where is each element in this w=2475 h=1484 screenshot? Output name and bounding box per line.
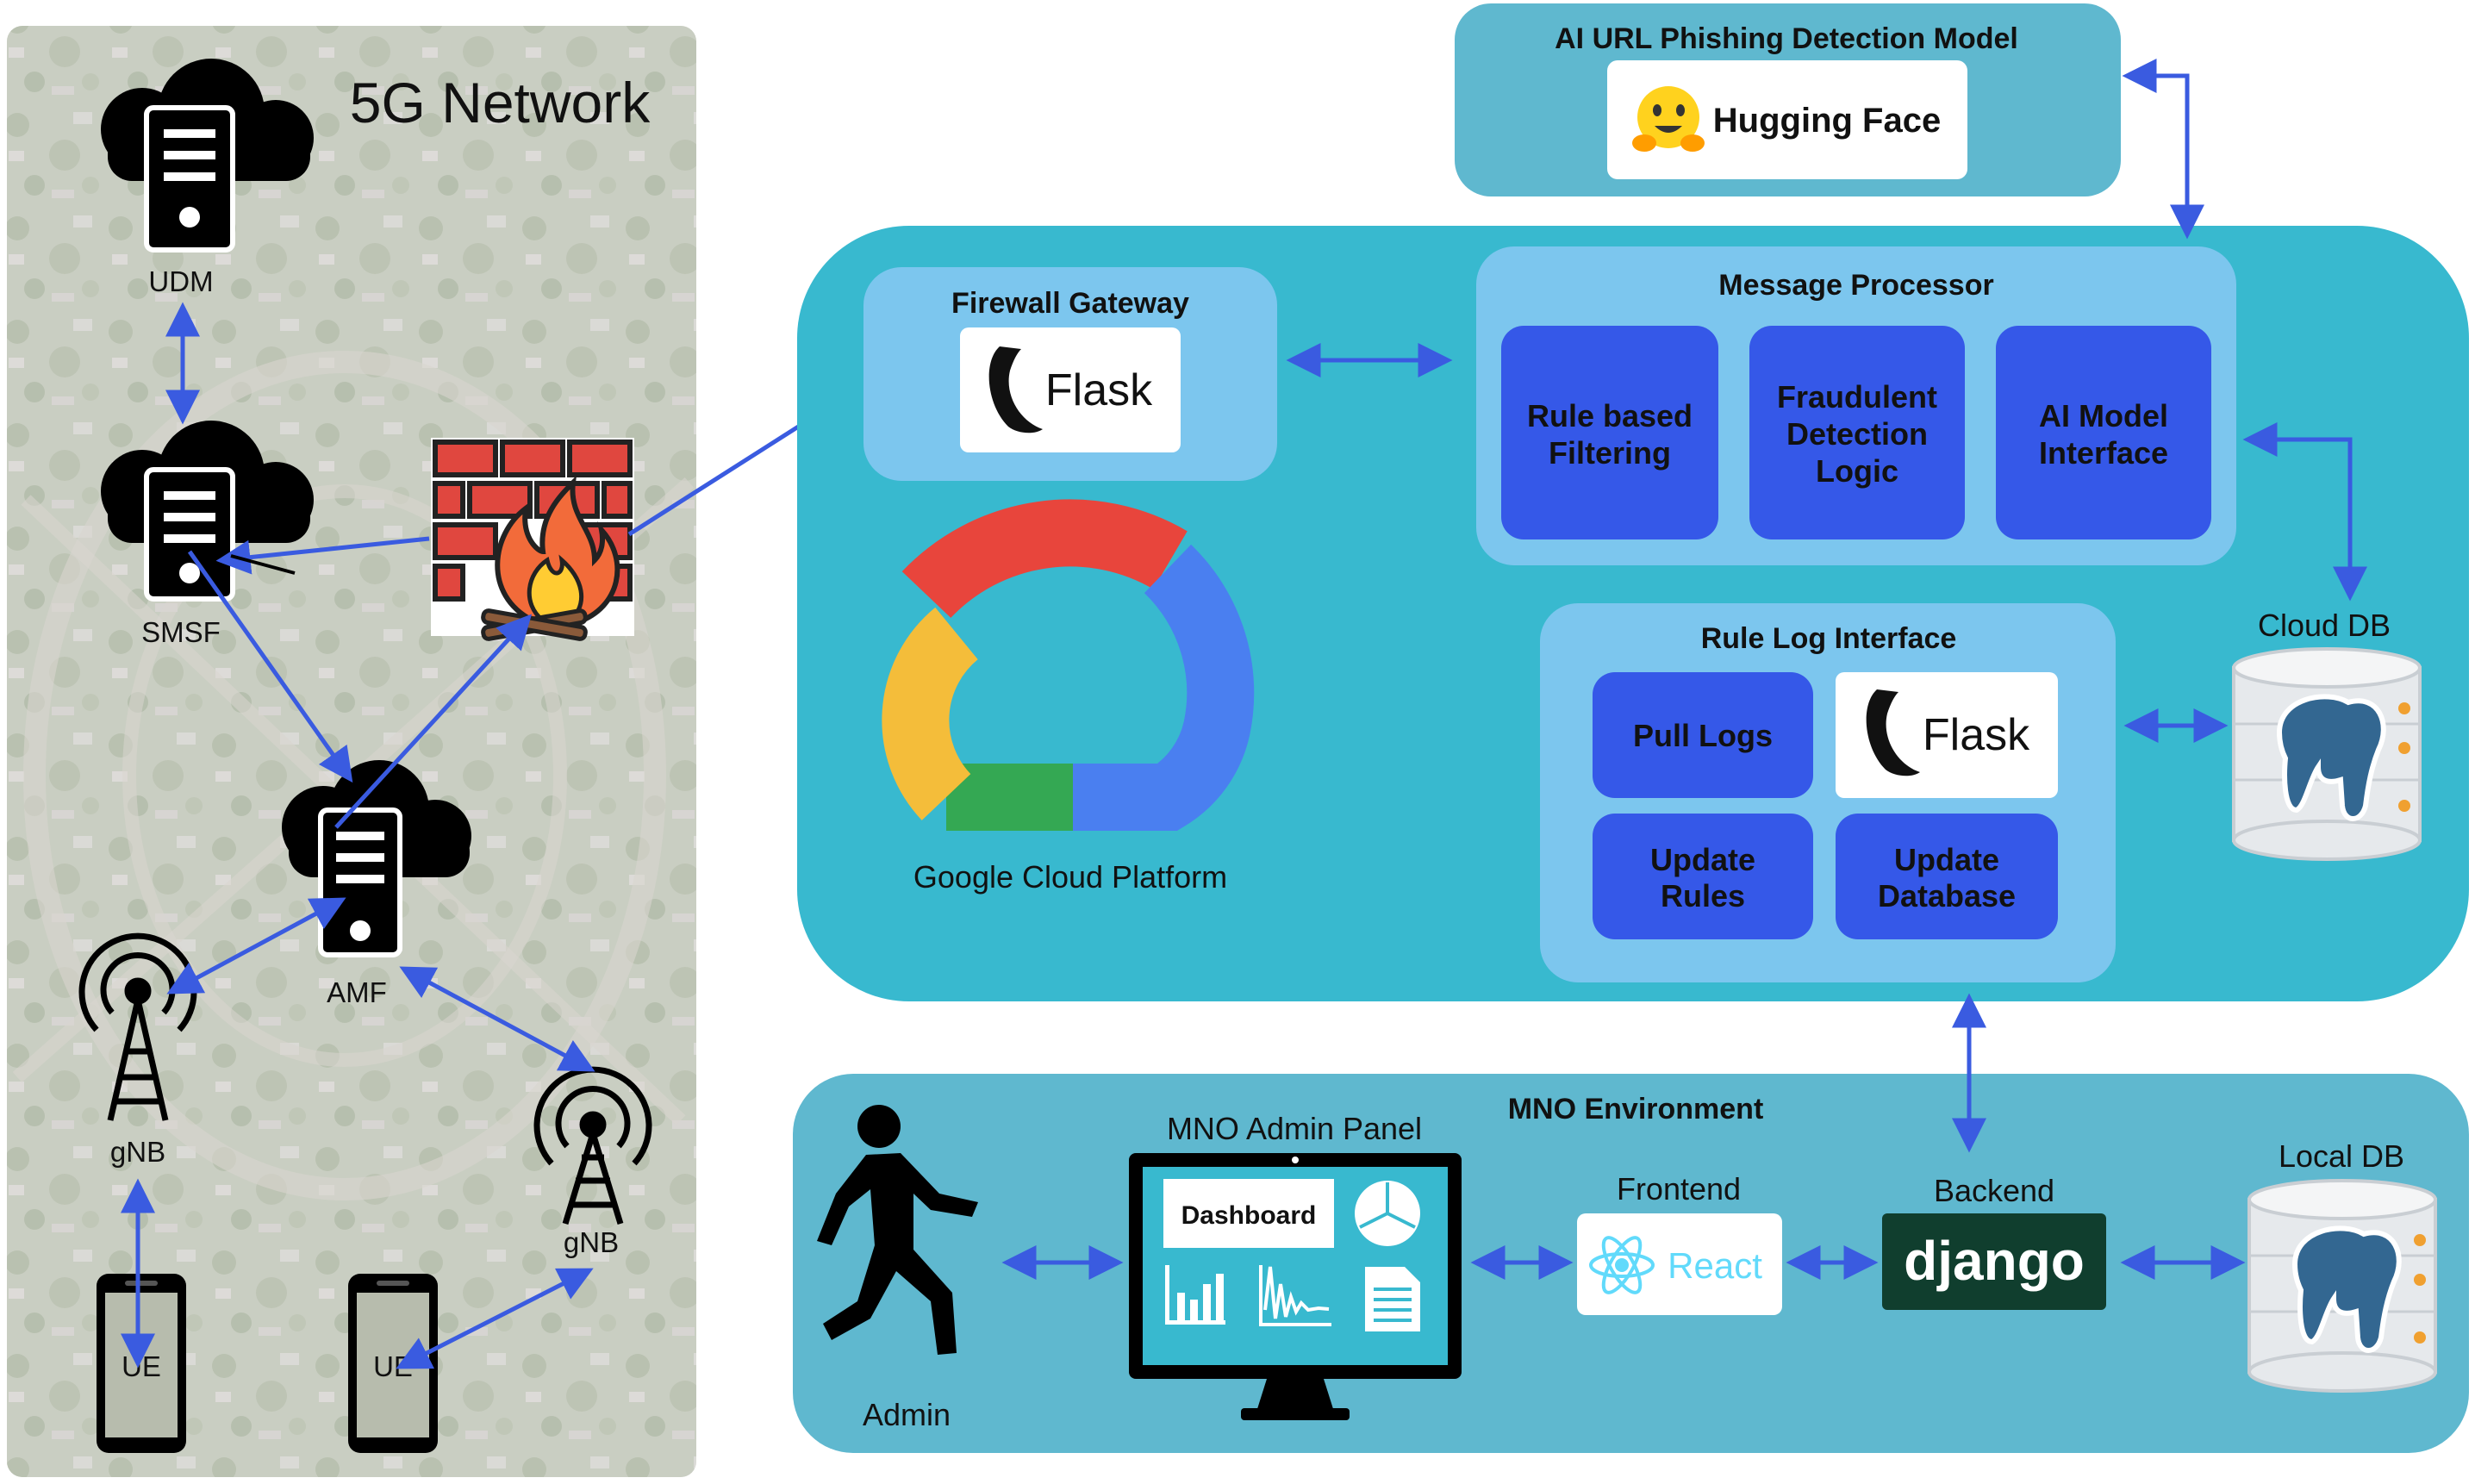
admin-panel-label: MNO Admin Panel [1167,1111,1422,1146]
gnb-left-label: gNB [110,1136,165,1168]
google-cloud-logo-icon [882,499,1255,831]
network-panel: 5G Network [7,26,696,1477]
message-processor-title: Message Processor [1718,269,1993,302]
pie-chart-icon [1355,1181,1420,1246]
ue-left-label: UE [122,1350,161,1382]
gcp-label: Google Cloud Platform [913,859,1227,895]
dashboard-tile[interactable] [1163,1179,1334,1248]
update-rules-button[interactable] [1593,814,1813,939]
hugging-face-label: Hugging Face [1713,102,1941,140]
admin-label: Admin [863,1397,951,1432]
rule-log-panel: Rule Log Interface Pull Logs Flask Updat… [1540,603,2116,982]
message-processor-panel: Message Processor Rule based Filtering F… [1476,246,2236,565]
django-card [1882,1213,2106,1310]
flask-horn-icon-2 [1866,689,1920,776]
module-0-line1: Rule based [1527,398,1693,433]
fraudulent-detection-module [1749,326,1965,539]
firewall-gateway-panel: Firewall Gateway Flask [863,267,1277,481]
local-db-postgres-icon [2247,1179,2437,1393]
update-database-line1: Update [1894,842,1999,877]
update-rules-line2: Rules [1661,878,1745,913]
module-1-line3: Logic [1816,453,1898,489]
ai-model-interface-module [1996,326,2211,539]
ai-model-title: AI URL Phishing Detection Model [1555,22,2018,55]
bar-chart-icon [1165,1265,1225,1325]
ue-right-label: UE [373,1350,413,1382]
ai-model-box: AI URL Phishing Detection Model Hugging … [1455,3,2121,196]
rule-based-filtering-module [1501,326,1718,539]
flask-label-gateway: Flask [1045,365,1153,415]
backend-label: Backend [1934,1173,2054,1208]
smsf-server-icon [101,421,314,602]
firewall-gateway-title: Firewall Gateway [951,287,1189,320]
system-arrows [1001,59,2367,1280]
hugging-face-icon [1632,86,1705,152]
update-database-button[interactable] [1836,814,2058,939]
react-atom-icon [1589,1236,1655,1294]
amf-label: AMF [327,976,387,1008]
pull-logs-button[interactable] [1593,672,1813,798]
pull-logs-label: Pull Logs [1633,718,1773,753]
rule-log-title: Rule Log Interface [1701,622,1957,655]
mno-title: MNO Environment [1508,1093,1764,1125]
local-db-label: Local DB [2279,1138,2404,1174]
admin-person-icon [817,1105,978,1355]
cloud-db-postgres-icon [2232,647,2422,861]
module-0-line2: Filtering [1549,435,1671,471]
cloud-db-label: Cloud DB [2258,608,2391,643]
update-rules-line1: Update [1650,842,1755,877]
update-database-line2: Database [1878,878,2016,913]
react-label: React [1668,1245,1762,1286]
dashboard-label: Dashboard [1181,1201,1317,1230]
django-label: django [1904,1230,2085,1292]
flask-label-rule-log: Flask [1923,710,2030,760]
module-1-line2: Detection [1786,416,1928,452]
udm-label: UDM [148,265,213,297]
udm-server-icon [101,59,314,253]
flask-horn-icon [988,346,1043,433]
document-icon [1365,1267,1420,1331]
module-2-line1: AI Model [2039,398,2168,433]
frontend-label: Frontend [1617,1171,1741,1207]
network-title: 5G Network [350,71,651,134]
module-1-line1: Fraudulent [1777,379,1937,415]
waveform-chart-icon [1259,1265,1331,1326]
firewall-icon [431,438,634,641]
smsf-label: SMSF [141,616,221,648]
module-2-line2: Interface [2039,435,2168,471]
gnb-right-label: gNB [564,1226,619,1258]
